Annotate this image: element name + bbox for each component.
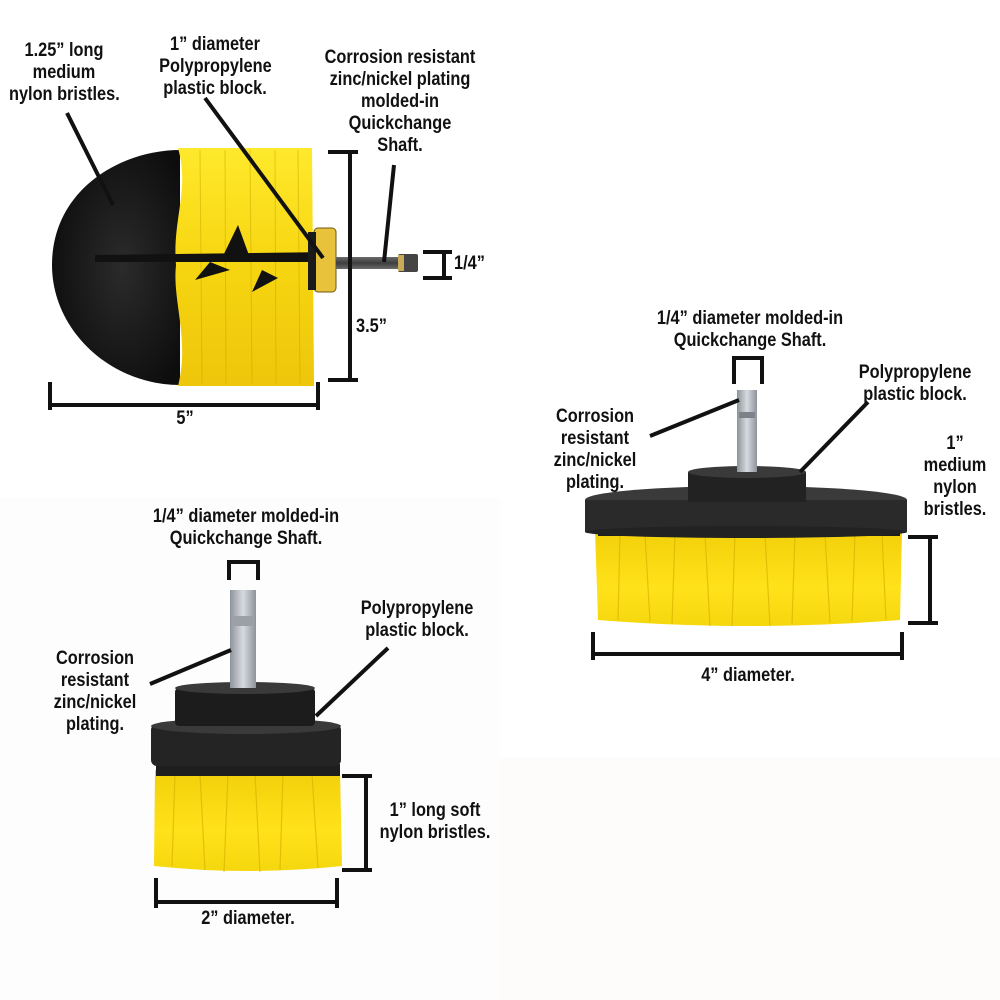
width-dimension: 5” [176,408,194,429]
yellow-hub [313,227,337,293]
height-dimension: 3.5” [356,316,387,337]
hex-shaft [737,390,757,472]
plating-label: Corrosion resistant zinc/nickel plating. [553,406,637,493]
cylinder-brush-illustration [48,96,452,410]
block-leader-line [314,646,390,718]
shaft-top-label: 1/4” diameter molded-in Quickchange Shaf… [152,506,340,549]
bottom-right-backdrop [500,758,1000,1000]
cylinder-brush-panel: 1.25” long medium nylon bristles. 1” dia… [0,0,520,470]
base-ring [151,724,341,766]
bristles-label: 1” medium nylon bristles. [923,433,987,520]
small-round-brush-panel: 1/4” diameter molded-in Quickchange Shaf… [0,498,500,968]
large-flat-brush-panel: 1/4” diameter molded-in Quickchange Shaf… [500,290,1000,710]
shaft-leader-line [382,164,396,263]
small-round-brush-illustration [149,560,390,908]
bristles-leader-line [65,112,115,206]
plating-leader-line [149,648,232,686]
shaft-top-label: 1/4” diameter molded-in Quickchange Shaf… [656,308,844,351]
hub [175,688,315,726]
hex-shaft [336,257,398,269]
diameter-dimension: 2” diameter. [201,908,295,929]
diameter-dimension: 4” diameter. [701,665,795,686]
shaft-dimension: 1/4” [454,253,485,274]
shaft-label: Corrosion resistant zinc/nickel plating … [324,47,476,156]
plating-leader-line [649,398,740,438]
block-leader-line [203,96,325,260]
plating-label: Corrosion resistant zinc/nickel plating. [53,648,137,735]
block-leader-line [798,400,870,474]
block-label: 1” diameter Polypropylene plastic block. [159,34,272,99]
block-label: Polypropylene plastic block. [858,362,972,405]
bristles-label: 1” long soft nylon bristles. [379,800,491,843]
block-label: Polypropylene plastic block. [360,598,474,641]
hex-shaft [230,590,256,688]
black-bristle-dome [52,150,180,385]
bristles-label: 1.25” long medium nylon bristles. [8,40,120,105]
yellow-bristle-cylinder [175,148,314,386]
large-flat-brush-illustration [585,356,938,660]
yellow-bristles [595,530,902,626]
yellow-bristles [154,770,342,871]
